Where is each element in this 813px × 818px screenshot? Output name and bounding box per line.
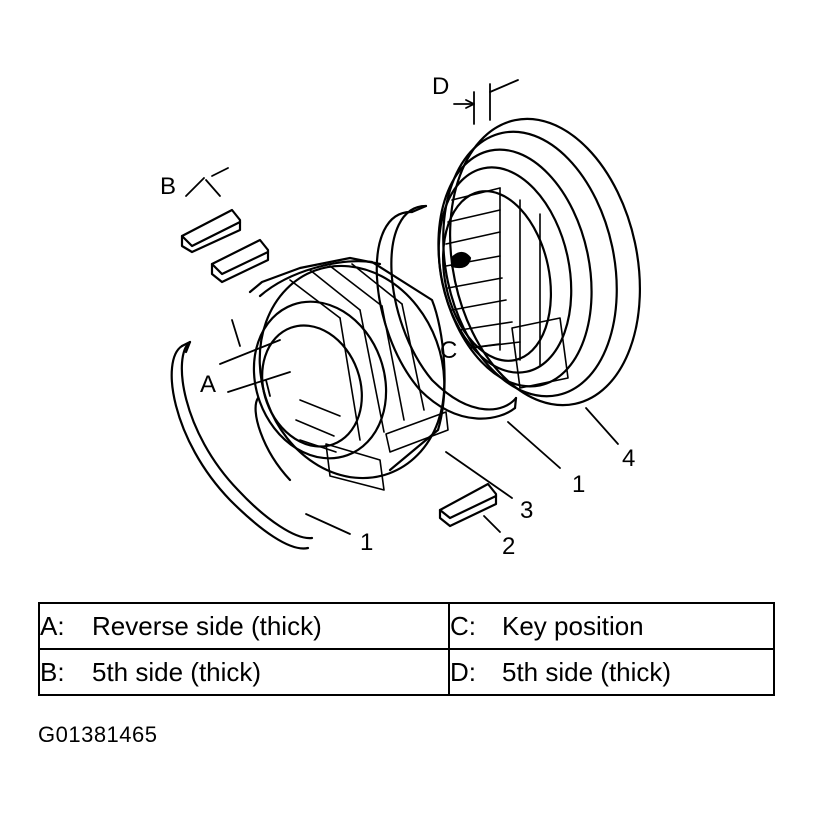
legend-cell-B: B: 5th side (thick)	[38, 648, 450, 696]
callout-B: B	[160, 173, 176, 200]
figure-id: G01381465	[38, 722, 158, 747]
shifting-key-part-2	[438, 482, 498, 528]
callout-part-1-right: 1	[572, 471, 585, 498]
legend-cell-A: A: Reverse side (thick)	[38, 602, 450, 650]
legend-text: 5th side (thick)	[502, 656, 672, 687]
dimension-D	[453, 79, 519, 125]
callout-A: A	[200, 371, 216, 398]
legend-row: A: Reverse side (thick) C: Key position	[38, 602, 775, 650]
legend-table: A: Reverse side (thick) C: Key position B:…	[38, 602, 775, 696]
legend-key: D:	[450, 656, 476, 687]
legend-cell-D: D: 5th side (thick)	[448, 648, 775, 696]
legend-cell-C: C: Key position	[448, 602, 775, 650]
legend-key: B:	[40, 656, 65, 687]
callout-part-1-left: 1	[360, 529, 373, 556]
shifting-key-upper	[180, 208, 242, 254]
shifting-key-middle	[210, 238, 270, 284]
legend-row: B: 5th side (thick) D: 5th side (thick)	[38, 648, 775, 696]
leader-lines	[305, 343, 619, 535]
dimension-B	[185, 167, 229, 197]
hub-part-3	[248, 256, 449, 491]
callout-D: D	[432, 73, 449, 100]
snap-ring-right	[375, 204, 518, 420]
sleeve-part-4	[437, 117, 642, 407]
callout-part-3: 3	[520, 497, 533, 524]
legend-key: A:	[40, 610, 65, 641]
callout-part-4: 4	[622, 445, 635, 472]
dimension-A	[219, 319, 291, 397]
legend-text: Reverse side (thick)	[92, 610, 322, 641]
callout-C: C	[440, 337, 457, 364]
legend-key: C:	[450, 610, 476, 641]
legend-text: Key position	[502, 610, 644, 641]
callout-part-2: 2	[502, 533, 515, 560]
exploded-synchronizer-diagram: D B A C 1 1 2 3 4	[160, 73, 642, 560]
legend-text: 5th side (thick)	[92, 656, 262, 687]
snap-ring-left	[170, 340, 314, 550]
